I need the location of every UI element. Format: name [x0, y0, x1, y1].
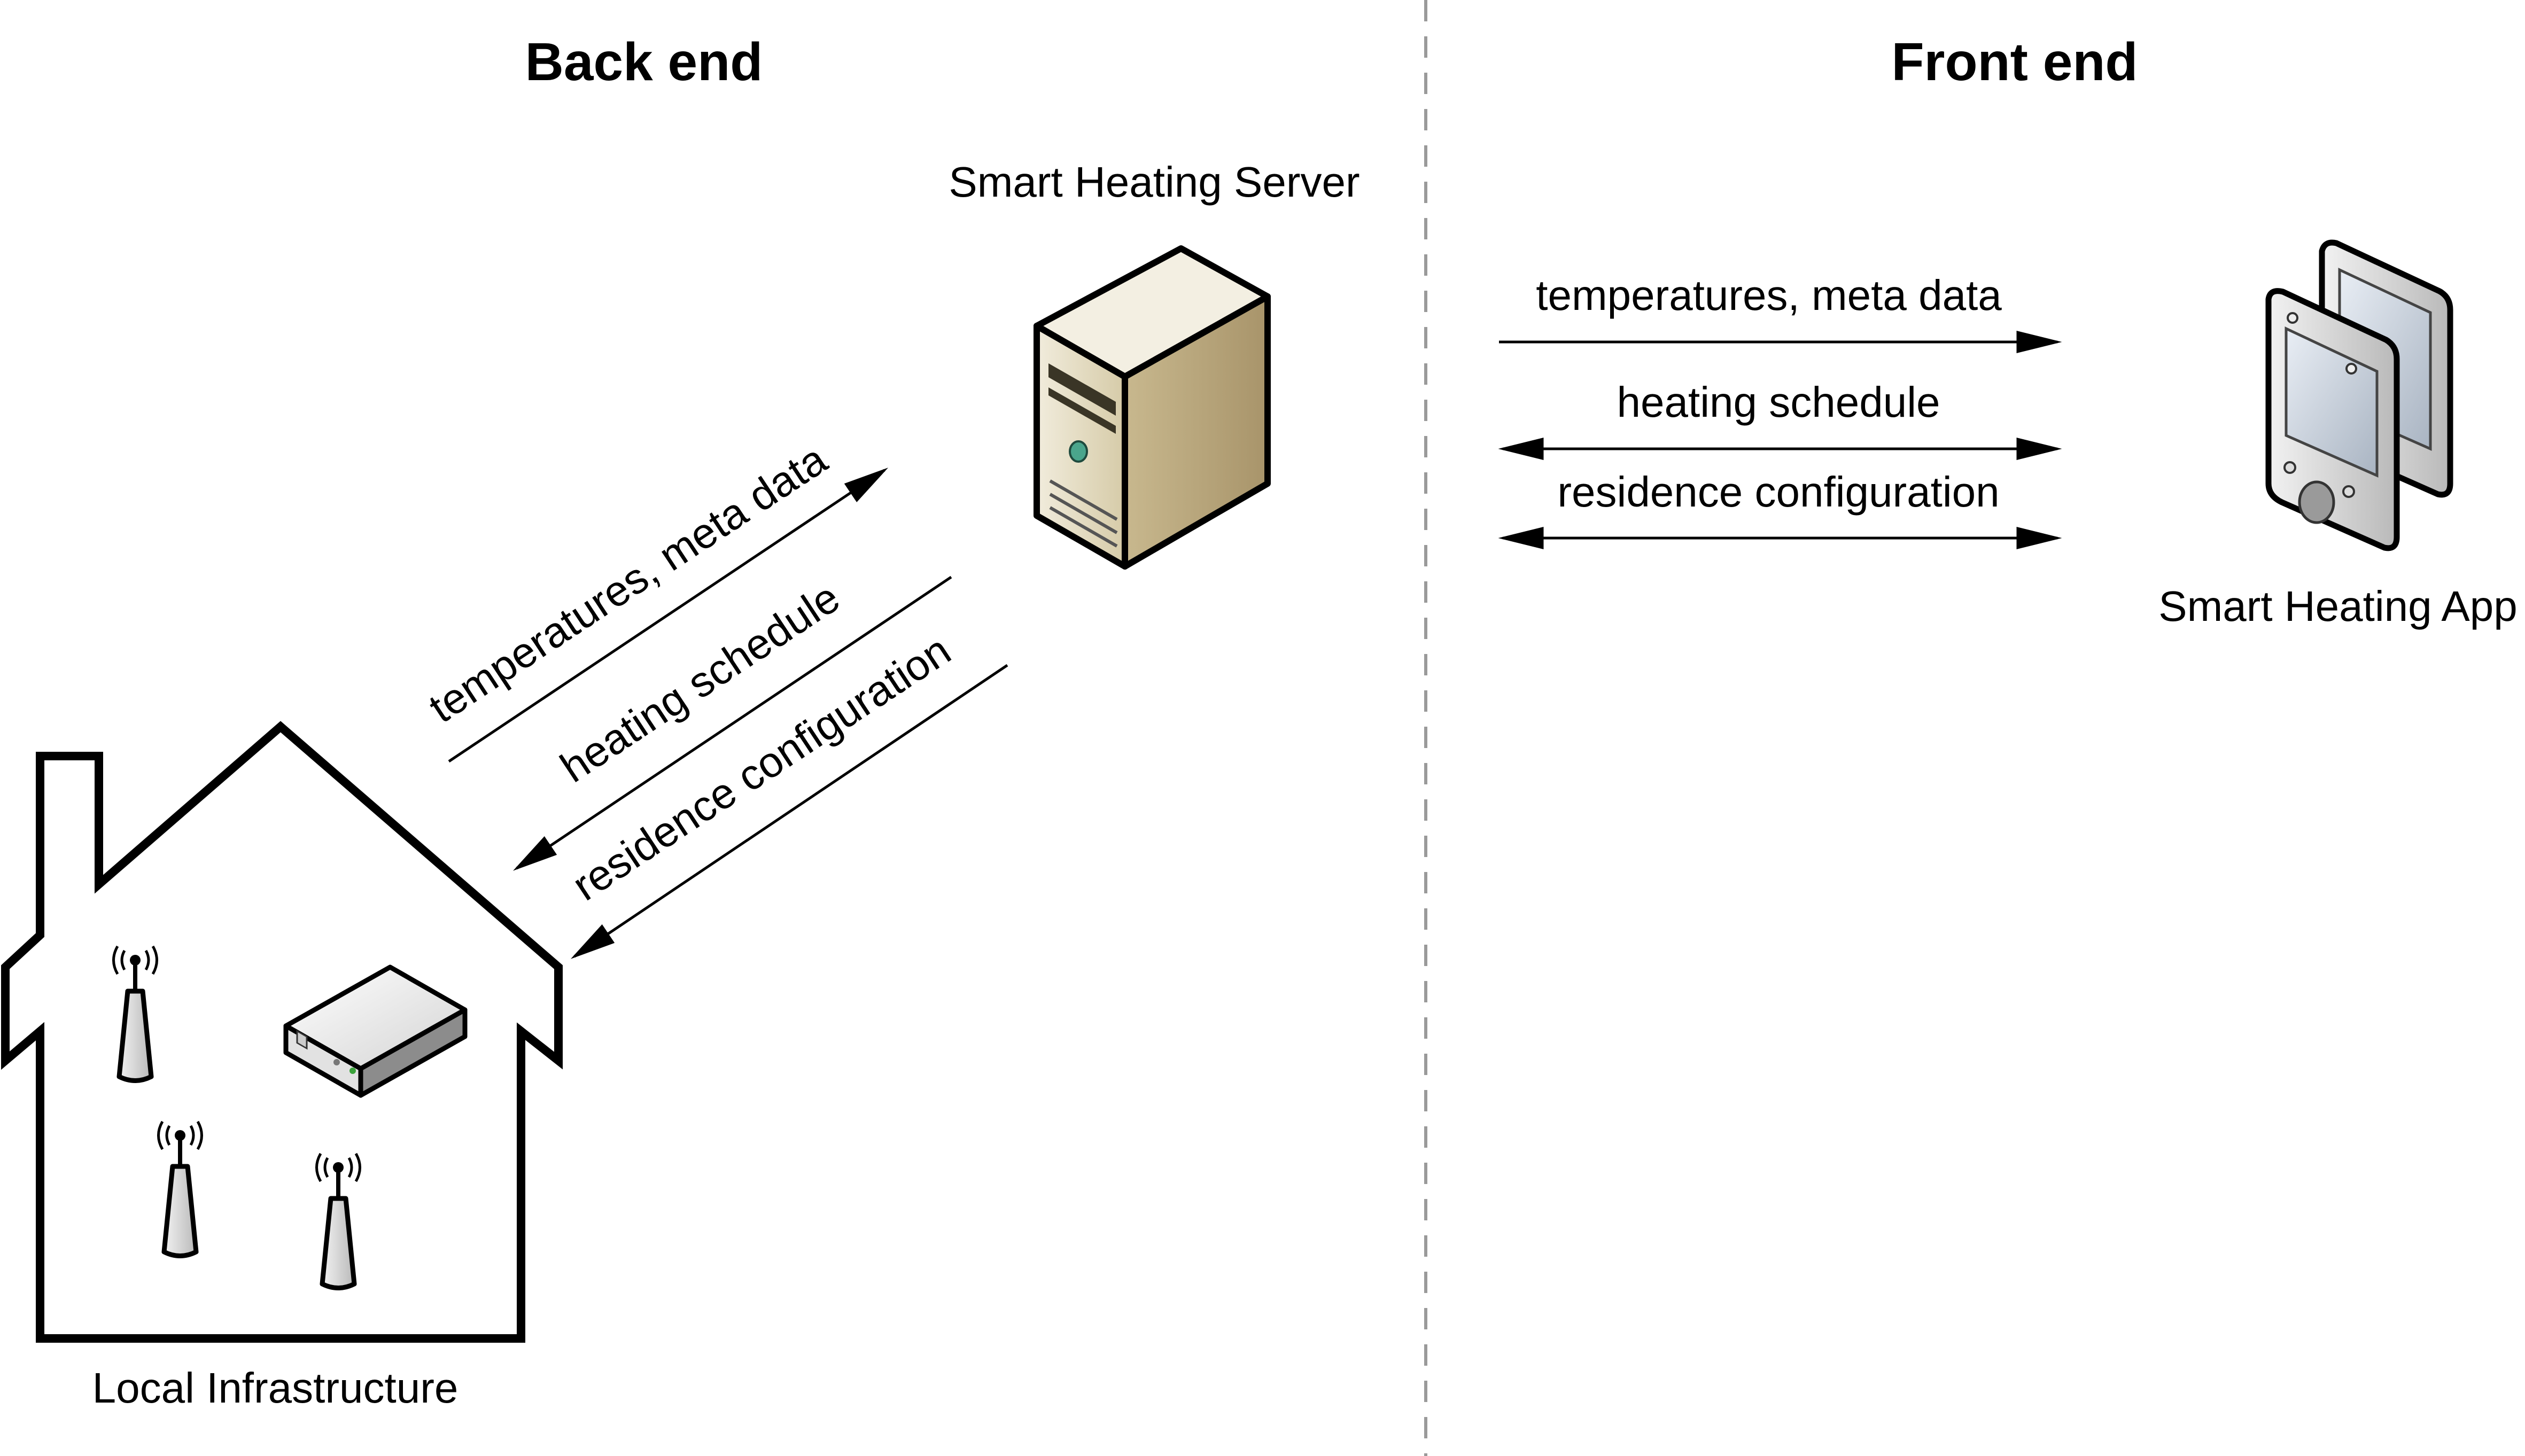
frontend-flow-label-1: temperatures, meta data: [1536, 271, 2002, 319]
backend-flow-label-1: temperatures, meta data: [421, 435, 835, 732]
antenna-icon: [112, 945, 158, 1083]
backend-flow-arrow-3: [570, 664, 1008, 959]
house-icon: [1, 721, 563, 1343]
app-label: Smart Heating App: [2158, 582, 2517, 630]
frontend-flow-label-2: heating schedule: [1617, 378, 1940, 426]
mobile-device-icon: [2265, 239, 2453, 551]
backend-flow-arrow-2: [512, 575, 952, 871]
antenna-icon: [315, 1153, 361, 1290]
backend-flow-arrow-1: [448, 468, 889, 763]
frontend-flow-label-3: residence configuration: [1557, 468, 1999, 516]
antenna-icon: [157, 1120, 203, 1258]
server-label: Smart Heating Server: [949, 158, 1359, 206]
server-icon: [1034, 245, 1271, 570]
gateway-icon: [283, 964, 468, 1098]
local-infrastructure-label: Local Infrastructure: [92, 1364, 459, 1412]
front-end-heading: Front end: [1891, 32, 2138, 92]
back-end-heading: Back end: [525, 32, 763, 92]
